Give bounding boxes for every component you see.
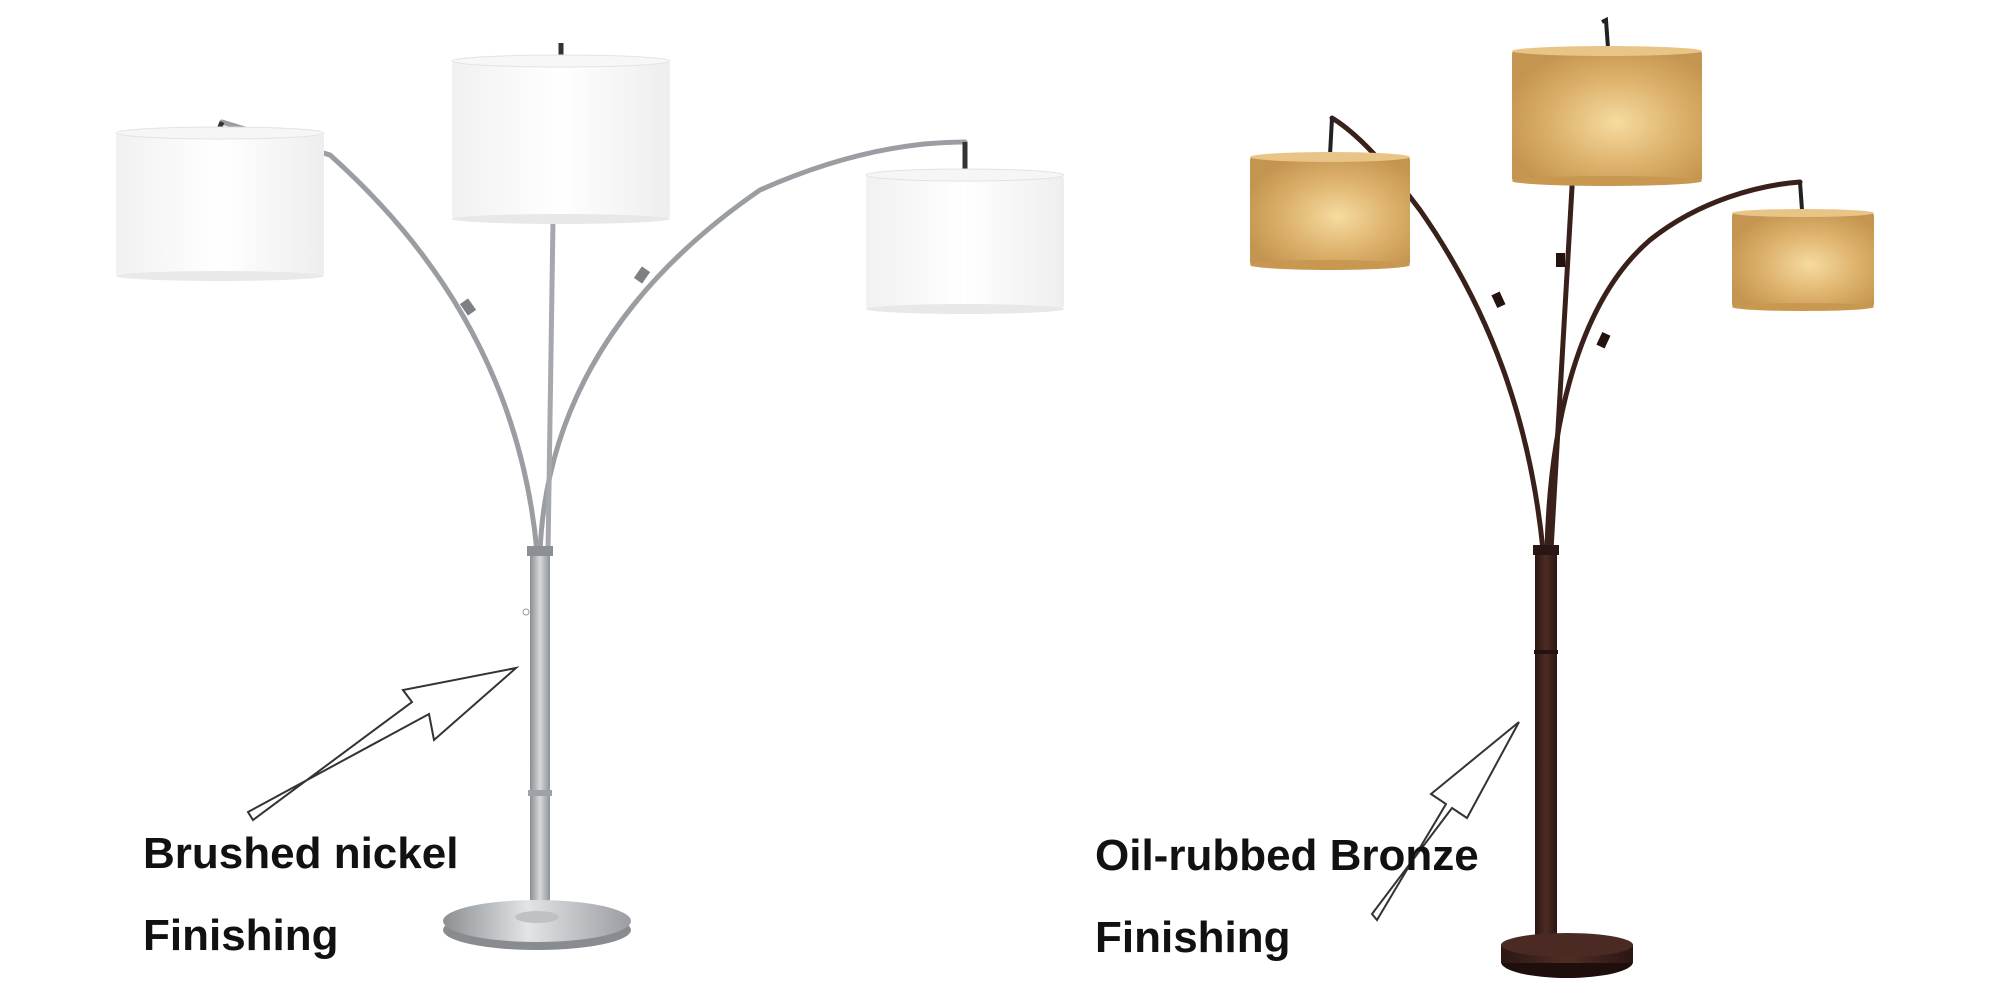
tan-lamp-shade-right: [1732, 209, 1874, 311]
oil-rubbed-bronze-label: Oil-rubbed Bronze: [1095, 831, 1479, 880]
arrow-icon: [246, 666, 520, 822]
brushed-nickel-finishing-label: Finishing: [143, 911, 339, 960]
brushed-nickel-label: Brushed nickel: [143, 829, 459, 878]
arrow-icon: [1370, 721, 1520, 922]
oil-rubbed-bronze-lamp: [1250, 16, 1874, 978]
tan-lamp-shade-left: [1250, 152, 1410, 270]
white-lamp-shade-center: [451, 54, 671, 224]
white-lamp-shade-left: [115, 126, 325, 281]
tan-lamp-shade-center: [1512, 46, 1702, 186]
brushed-nickel-lamp: [115, 43, 1065, 950]
oil-rubbed-bronze-finishing-label: Finishing: [1095, 913, 1291, 962]
white-lamp-shade-right: [865, 168, 1065, 314]
